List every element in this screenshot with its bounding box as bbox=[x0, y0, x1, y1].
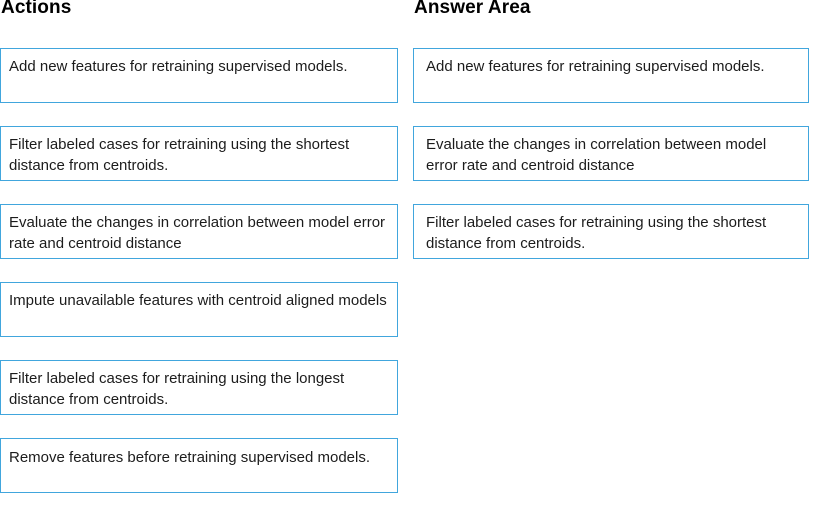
action-card-label: Evaluate the changes in correlation betw… bbox=[9, 214, 386, 252]
answer-card[interactable]: Filter labeled cases for retraining usin… bbox=[413, 204, 809, 259]
action-card[interactable]: Evaluate the changes in correlation betw… bbox=[0, 204, 398, 259]
action-card[interactable]: Filter labeled cases for retraining usin… bbox=[0, 360, 398, 415]
action-card[interactable]: Remove features before retraining superv… bbox=[0, 438, 398, 493]
action-card-label: Impute unavailable features with centroi… bbox=[9, 292, 387, 309]
actions-column-title: Actions bbox=[1, 0, 72, 18]
drag-and-drop-question: Actions Add new features for retraining … bbox=[0, 0, 809, 493]
answer-area-column-title: Answer Area bbox=[414, 0, 531, 18]
action-card-label: Filter labeled cases for retraining usin… bbox=[9, 370, 345, 408]
action-card-label: Filter labeled cases for retraining usin… bbox=[9, 136, 350, 174]
action-card-label: Remove features before retraining superv… bbox=[9, 449, 371, 466]
action-card[interactable]: Impute unavailable features with centroi… bbox=[0, 282, 398, 337]
action-card[interactable]: Filter labeled cases for retraining usin… bbox=[0, 126, 398, 181]
answer-card-label: Add new features for retraining supervis… bbox=[426, 58, 765, 75]
answer-card[interactable]: Evaluate the changes in correlation betw… bbox=[413, 126, 809, 181]
answer-card-label: Filter labeled cases for retraining usin… bbox=[426, 214, 767, 252]
action-card-label: Add new features for retraining supervis… bbox=[9, 58, 348, 75]
actions-card-list: Add new features for retraining supervis… bbox=[0, 48, 400, 516]
answer-card[interactable]: Add new features for retraining supervis… bbox=[413, 48, 809, 103]
answer-card-label: Evaluate the changes in correlation betw… bbox=[426, 136, 767, 174]
answer-area-card-list[interactable]: Add new features for retraining supervis… bbox=[413, 48, 809, 282]
action-card[interactable]: Add new features for retraining supervis… bbox=[0, 48, 398, 103]
